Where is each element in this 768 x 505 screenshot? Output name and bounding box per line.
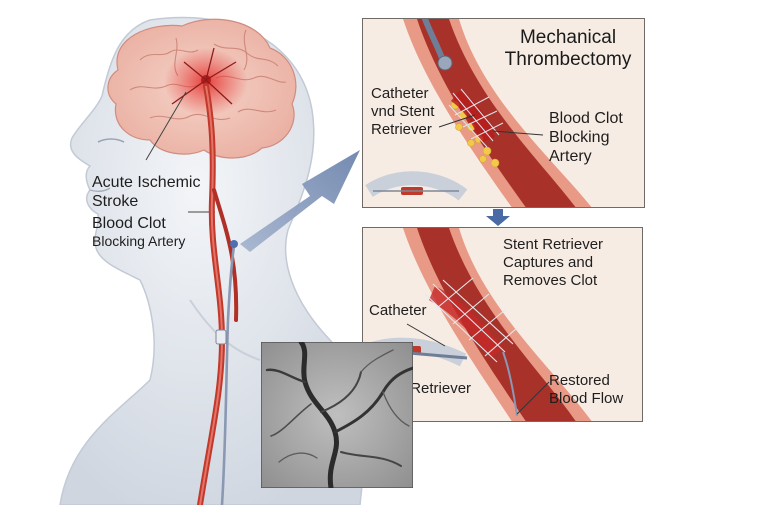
- captures-line-3: Removes Clot: [503, 272, 598, 289]
- neck-clot-line-2: Blocking Artery: [92, 233, 186, 250]
- captures-line-2: Captures and: [503, 254, 594, 271]
- panel-title: Mechanical Thrombectomy: [493, 27, 643, 72]
- restored-line-1: Restored: [549, 372, 610, 389]
- clot-removal-panel: Stent Retriever Captures and Removes Clo…: [362, 227, 643, 422]
- captures-line-1: Stent Retriever: [503, 236, 604, 253]
- blood-clot-label: Blood Clot Blocking Artery: [549, 109, 623, 167]
- restored-line-2: Blood Flow: [549, 390, 624, 407]
- captures-clot-label: Stent Retriever Captures and Removes Clo…: [503, 236, 603, 290]
- stroke-line-1: Acute Ischemic: [92, 174, 201, 191]
- connector-arrow: [240, 150, 360, 252]
- neck-clot-line-1: Blood Clot: [92, 215, 166, 232]
- blood-clot-line-3: Artery: [549, 148, 592, 166]
- thrombectomy-detail-panel: Mechanical Thrombectomy Catheter vnd Ste…: [362, 18, 645, 208]
- catheter-stent-line-3: Retriever: [371, 121, 432, 138]
- blood-clot-line-2: Blocking: [549, 129, 610, 147]
- title-line-1: Mechanical: [519, 27, 617, 48]
- catheter-stent-line-1: Catheter: [371, 85, 429, 102]
- stroke-line-2: Stroke: [92, 193, 139, 211]
- catheter-label: Catheter: [369, 302, 427, 319]
- stroke-label: Acute Ischemic Stroke: [92, 173, 200, 211]
- vessel-cross-section-top: [365, 19, 592, 207]
- down-arrow: [486, 209, 510, 226]
- catheter-stent-label: Catheter vnd Stent Retriever: [371, 85, 434, 139]
- angiogram-inset: [261, 342, 413, 488]
- vessel-cross-section-bottom: [366, 228, 592, 421]
- blood-clot-line-1: Blood Clot: [549, 110, 623, 127]
- restored-flow-label: Restored Blood Flow: [549, 372, 623, 408]
- catheter-stent-line-2: vnd Stent: [371, 103, 435, 120]
- neck-clot-label: Blood Clot Blocking Artery: [92, 214, 185, 250]
- title-line-2: Thrombectomy: [504, 49, 632, 71]
